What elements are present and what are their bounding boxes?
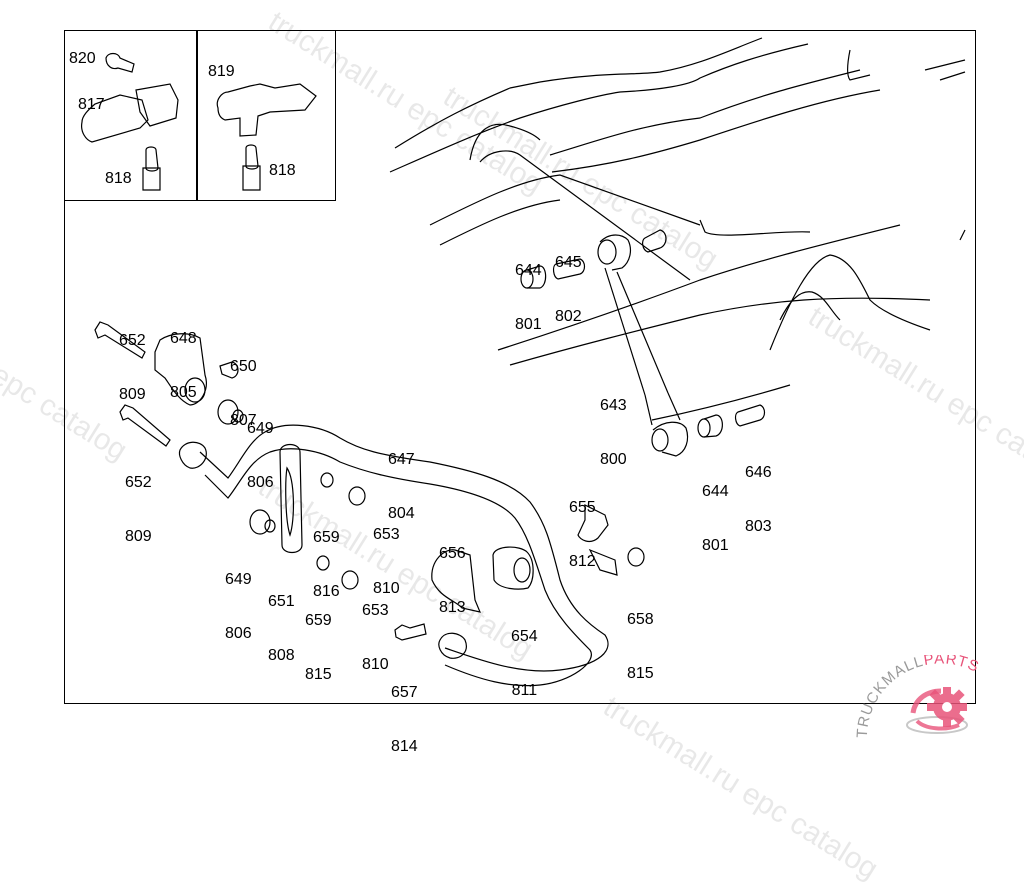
callout-line: 652 — [125, 474, 152, 491]
callout-line: 652 — [119, 332, 146, 349]
washers-nuts — [316, 472, 645, 590]
callout-line: 651 — [268, 593, 295, 610]
callout-656-813: 656 813 — [439, 509, 466, 653]
callout-line: 806 — [225, 625, 252, 642]
callout-655-812: 655 812 — [569, 463, 596, 607]
shock-absorber-643 — [597, 234, 689, 457]
callout-659-815: 659 815 — [305, 576, 332, 720]
rubber-649-bottom — [249, 509, 276, 535]
callout-line: 809 — [119, 386, 146, 403]
callout-line: 648 — [170, 330, 197, 347]
bolt-657 — [394, 623, 427, 641]
callout-658-815: 658 815 — [627, 575, 654, 719]
callout-line: 803 — [745, 518, 772, 535]
bushings-bottom — [697, 404, 766, 438]
callout-line: 657 — [391, 684, 418, 701]
label-819: 819 — [208, 63, 235, 80]
screw-650 — [219, 361, 239, 379]
logo-text-left: TRUCKMALL — [855, 655, 926, 738]
bolt-652-top — [94, 321, 146, 359]
callout-line: 644 — [702, 483, 729, 500]
callout-644-801-top: 644 801 — [515, 226, 542, 370]
callout-649-806-top: 649 806 — [247, 384, 274, 528]
callout-643-800: 643 800 — [600, 361, 627, 505]
logo-gear-icon: TRUCKMALLPARTS — [854, 650, 981, 738]
callout-line: 809 — [125, 528, 152, 545]
chassis-frame-lines — [389, 37, 966, 421]
callout-659-816: 659 816 — [313, 493, 340, 637]
callout-653-810-bottom: 653 810 — [362, 566, 389, 710]
callout-line: 658 — [627, 611, 654, 628]
callout-line: 649 — [247, 420, 274, 437]
bolt-652-bottom — [119, 404, 171, 447]
callout-646-803: 646 803 — [745, 428, 772, 572]
callout-line: 659 — [313, 529, 340, 546]
label-817: 817 — [78, 96, 105, 113]
stabilizer-bar-647 — [178, 424, 609, 687]
callout-line: 654 — [511, 628, 538, 645]
clamp-656 — [431, 549, 481, 613]
callout-line: 814 — [391, 738, 418, 755]
inset-right-frame — [196, 30, 336, 201]
label-818-left: 818 — [105, 170, 132, 187]
inset-left-parts — [81, 52, 179, 191]
clamp-655 — [577, 504, 618, 576]
callout-line: 802 — [555, 308, 582, 325]
callout-644-801-bottom: 644 801 — [702, 447, 729, 591]
rubber-649-top — [217, 399, 244, 425]
callout-line: 806 — [247, 474, 274, 491]
callout-line: 810 — [362, 656, 389, 673]
callout-657-814: 657 814 — [391, 648, 418, 792]
callout-line: 656 — [439, 545, 466, 562]
callout-line: 653 — [362, 602, 389, 619]
callout-649-806-bottom: 649 806 — [225, 535, 252, 679]
callout-line: 645 — [555, 254, 582, 271]
bushings-top — [520, 229, 667, 289]
callout-653-810-top: 653 810 — [373, 490, 400, 634]
diagram-frame — [64, 30, 976, 704]
parts-diagram: 820 817 818 819 818 644 801 645 802 652 … — [0, 5, 1024, 886]
callout-line: 800 — [600, 451, 627, 468]
line-art — [81, 37, 966, 687]
callout-line: 644 — [515, 262, 542, 279]
label-818-right: 818 — [269, 162, 296, 179]
callout-line: 643 — [600, 397, 627, 414]
link-651 — [279, 443, 303, 554]
callout-652-809-top: 652 809 — [119, 296, 146, 440]
callout-line: 659 — [305, 612, 332, 629]
callout-648-805: 648 805 — [170, 294, 197, 438]
bracket-648 — [154, 333, 207, 406]
callout-line: 811 — [511, 682, 538, 699]
callout-line: 805 — [170, 384, 197, 401]
callout-645-802: 645 802 — [555, 218, 582, 362]
inset-left-frame — [64, 30, 198, 201]
truckmall-parts-logo: TRUCKMALLPARTS — [854, 650, 1024, 750]
callout-line: 807 — [230, 412, 257, 429]
callout-line: 801 — [702, 537, 729, 554]
callout-line: 816 — [313, 583, 340, 600]
callout-654-811: 654 811 — [511, 592, 538, 736]
callout-line: 647 — [388, 451, 415, 468]
callout-652-809-bottom: 652 809 — [125, 438, 152, 582]
callout-line: 812 — [569, 553, 596, 570]
callout-line: 808 — [268, 647, 295, 664]
callout-line: 801 — [515, 316, 542, 333]
label-820: 820 — [69, 50, 96, 67]
callout-line: 810 — [373, 580, 400, 597]
callout-line: 813 — [439, 599, 466, 616]
callout-line: 653 — [373, 526, 400, 543]
inset-right-parts — [216, 83, 317, 191]
callout-647-804: 647 804 — [388, 415, 415, 559]
logo-text-right: PARTS — [922, 655, 981, 676]
callout-line: 815 — [305, 666, 332, 683]
callout-line: 646 — [745, 464, 772, 481]
callout-line: 649 — [225, 571, 252, 588]
callout-line: 655 — [569, 499, 596, 516]
callout-650-807: 650 807 — [230, 322, 257, 466]
callout-line: 815 — [627, 665, 654, 682]
callout-651-808: 651 808 — [268, 557, 295, 701]
bush-654 — [492, 546, 534, 590]
callout-line: 804 — [388, 505, 415, 522]
callout-line: 650 — [230, 358, 257, 375]
